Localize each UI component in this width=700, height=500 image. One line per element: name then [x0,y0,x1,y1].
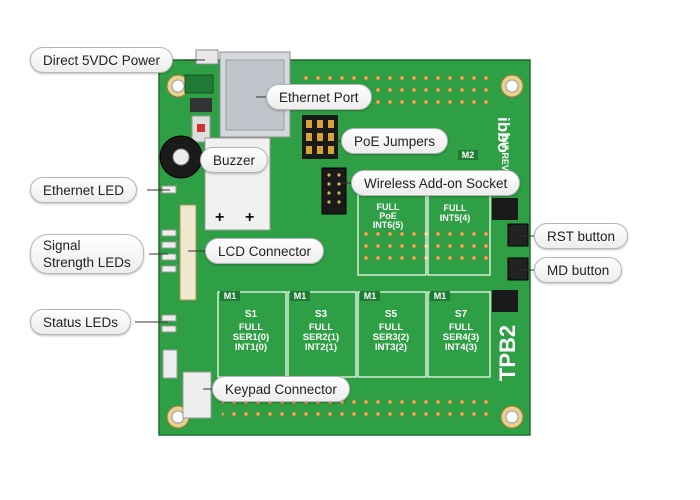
slot-m1-label-2: M1 [290,291,310,301]
ethernet-port-callout: Ethernet Port [266,84,372,110]
keypad-connector-strip [182,371,212,419]
slot-s1-int: INT1(0) [234,342,268,353]
slot-s3-full: FULL [308,322,334,333]
slot-m1-label-1: M1 [220,291,240,301]
md-button-body [507,257,529,281]
upper-slot-s5-label: FULL PoE INT6(5) [372,202,404,230]
right-header-top [492,198,518,220]
status-leds-callout: Status LEDs [30,309,132,335]
slot-s5-full: FULL [378,322,404,333]
slot-s7-full: FULL [448,322,474,333]
power-connector [195,49,219,65]
lcd-connector-strip [179,204,197,301]
slot-s5-id: S5 [384,309,398,320]
mounting-holes [166,74,524,429]
slot-m1-label-4: M1 [430,291,450,301]
direct-5vdc-power-callout: Direct 5VDC Power [30,47,174,73]
md-button-callout: MD button [534,257,623,283]
slot-s1-id: S1 [244,309,258,320]
slot-s3-id: S3 [314,309,328,320]
slot-s5-ser: SER3(2) [372,332,410,343]
keypad-connector-callout: Keypad Connector [212,376,350,402]
leader-lines [135,59,535,390]
buzzer-callout: Buzzer [200,147,269,173]
right-header-bottom [492,290,518,312]
signal-strength-leds-callout: Signal Strength LEDs [30,234,144,274]
slot-s3-int: INT2(1) [304,342,338,353]
slot-s7-id: S7 [454,309,468,320]
signal-strength-leds-line-1: Signal [43,238,81,253]
slot-m1-label-3: M1 [360,291,380,301]
rst-button-body [507,223,529,247]
slot-s1-full: FULL [238,322,264,333]
wireless-socket [321,167,347,215]
svg-text:+: + [215,209,224,226]
ethernet-led-callout: Ethernet LED [30,177,138,203]
slot-s7-int: INT4(3) [444,342,478,353]
signal-strength-leds-line-2: Strength LEDs [43,255,131,270]
slot-s3-ser: SER2(1) [302,332,340,343]
model-silkscreen: TPB2 [495,324,520,382]
rst-button-callout: RST button [534,223,629,249]
slot-s5-int: INT3(2) [374,342,408,353]
svg-text:+: + [245,209,254,226]
wireless-addon-socket-callout: Wireless Add-on Socket [351,170,521,196]
lcd-connector-callout: LCD Connector [205,238,325,264]
slot-m2-label: M2 [458,150,478,160]
slot-s1-ser: SER1(0) [232,332,270,343]
poe-jumpers-callout: PoE Jumpers [341,128,449,154]
slot-s7-ser: SER4(3) [442,332,480,343]
upper-slot-s7-label: FULL INT5(4) [439,203,471,223]
